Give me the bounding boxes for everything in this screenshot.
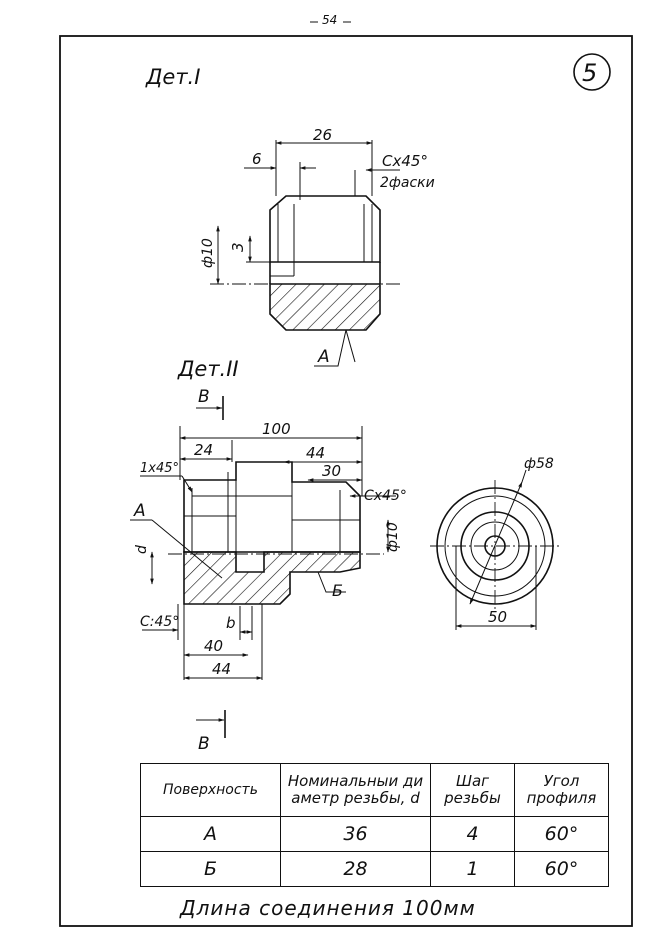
part2-label-b: Б xyxy=(332,581,343,600)
table-cell: 36 xyxy=(280,816,431,852)
section-mark-top: B xyxy=(196,387,224,420)
part2-chamfer-left: 1x45° xyxy=(140,461,179,476)
section-mark-top-label: B xyxy=(198,387,210,407)
part1-title: Дет.I xyxy=(145,65,200,89)
part1-dim-overall: 26 xyxy=(313,126,332,144)
section-mark-bottom: B xyxy=(196,710,226,754)
end-view-diameter: ф58 xyxy=(524,456,554,472)
part1-dim-left: 6 xyxy=(252,150,262,168)
sheet-mark-number: 5 xyxy=(582,59,597,87)
table-cell: A xyxy=(140,816,281,852)
part1-chamfer: Cx45° xyxy=(382,152,428,170)
table-header-cell: Угол профиля xyxy=(514,763,609,817)
table-header-row: Поверхность Номинальныи ди аметр резьбы,… xyxy=(140,763,609,817)
part1-dim-thread: 3 xyxy=(229,242,247,252)
part2-dim-left: 24 xyxy=(194,441,213,459)
part1-surface-label: A xyxy=(317,347,330,367)
part2-chamfer-right: Cx45° xyxy=(364,488,407,504)
part1-dim-diameter: ф10 xyxy=(200,238,216,268)
table-cell: 28 xyxy=(280,851,431,887)
table-cell: 1 xyxy=(430,851,515,887)
part2-title: Дет.II xyxy=(177,357,239,381)
table-cell: 4 xyxy=(430,816,515,852)
part2-dim-right: 44 xyxy=(306,444,325,462)
table-header-cell: Поверхность xyxy=(140,763,281,817)
end-view-width: 50 xyxy=(488,608,507,626)
page-number: 54 xyxy=(322,13,337,27)
part2-end-view: 50 ф58 xyxy=(430,456,562,630)
part2-dim-bottom-outer: 44 xyxy=(212,660,231,678)
table-cell: 60° xyxy=(514,816,609,852)
spec-table: Поверхность Номинальныи ди аметр резьбы,… xyxy=(140,763,609,887)
section-mark-bottom-label: B xyxy=(198,734,210,754)
part2-dim-right-inner: 30 xyxy=(322,462,341,480)
part2-dim-diameter: ф10 xyxy=(385,522,401,552)
part2-label-a: A xyxy=(133,501,146,521)
connection-length-note: Длина соединения 100мм xyxy=(180,896,476,920)
table-row: A 36 4 60° xyxy=(140,816,609,852)
part2-pitch: b xyxy=(226,614,236,632)
part2-side-drawing: 100 24 44 30 1x45° Cx45° ф10 d A Б C:45° xyxy=(130,420,407,680)
table-cell: Б xyxy=(140,851,281,887)
table-cell: 60° xyxy=(514,851,609,887)
part2-chamfer-bottom: C:45° xyxy=(140,614,179,630)
sheet-frame xyxy=(59,35,633,927)
sheet-mark: 5 xyxy=(573,53,611,91)
part1-chamfer-note: 2фаски xyxy=(380,175,435,191)
part2-thread-d: d xyxy=(134,545,150,554)
table-header-cell: Шаг резьбы xyxy=(430,763,515,817)
table-row: Б 28 1 60° xyxy=(140,851,609,887)
part2-dim-overall: 100 xyxy=(262,420,291,438)
part1-drawing: 26 6 Cx45° 2фаски 3 ф10 A xyxy=(200,126,435,367)
part2-dim-bottom-inner: 40 xyxy=(204,637,223,655)
table-header-cell: Номинальныи ди аметр резьбы, d xyxy=(280,763,431,817)
